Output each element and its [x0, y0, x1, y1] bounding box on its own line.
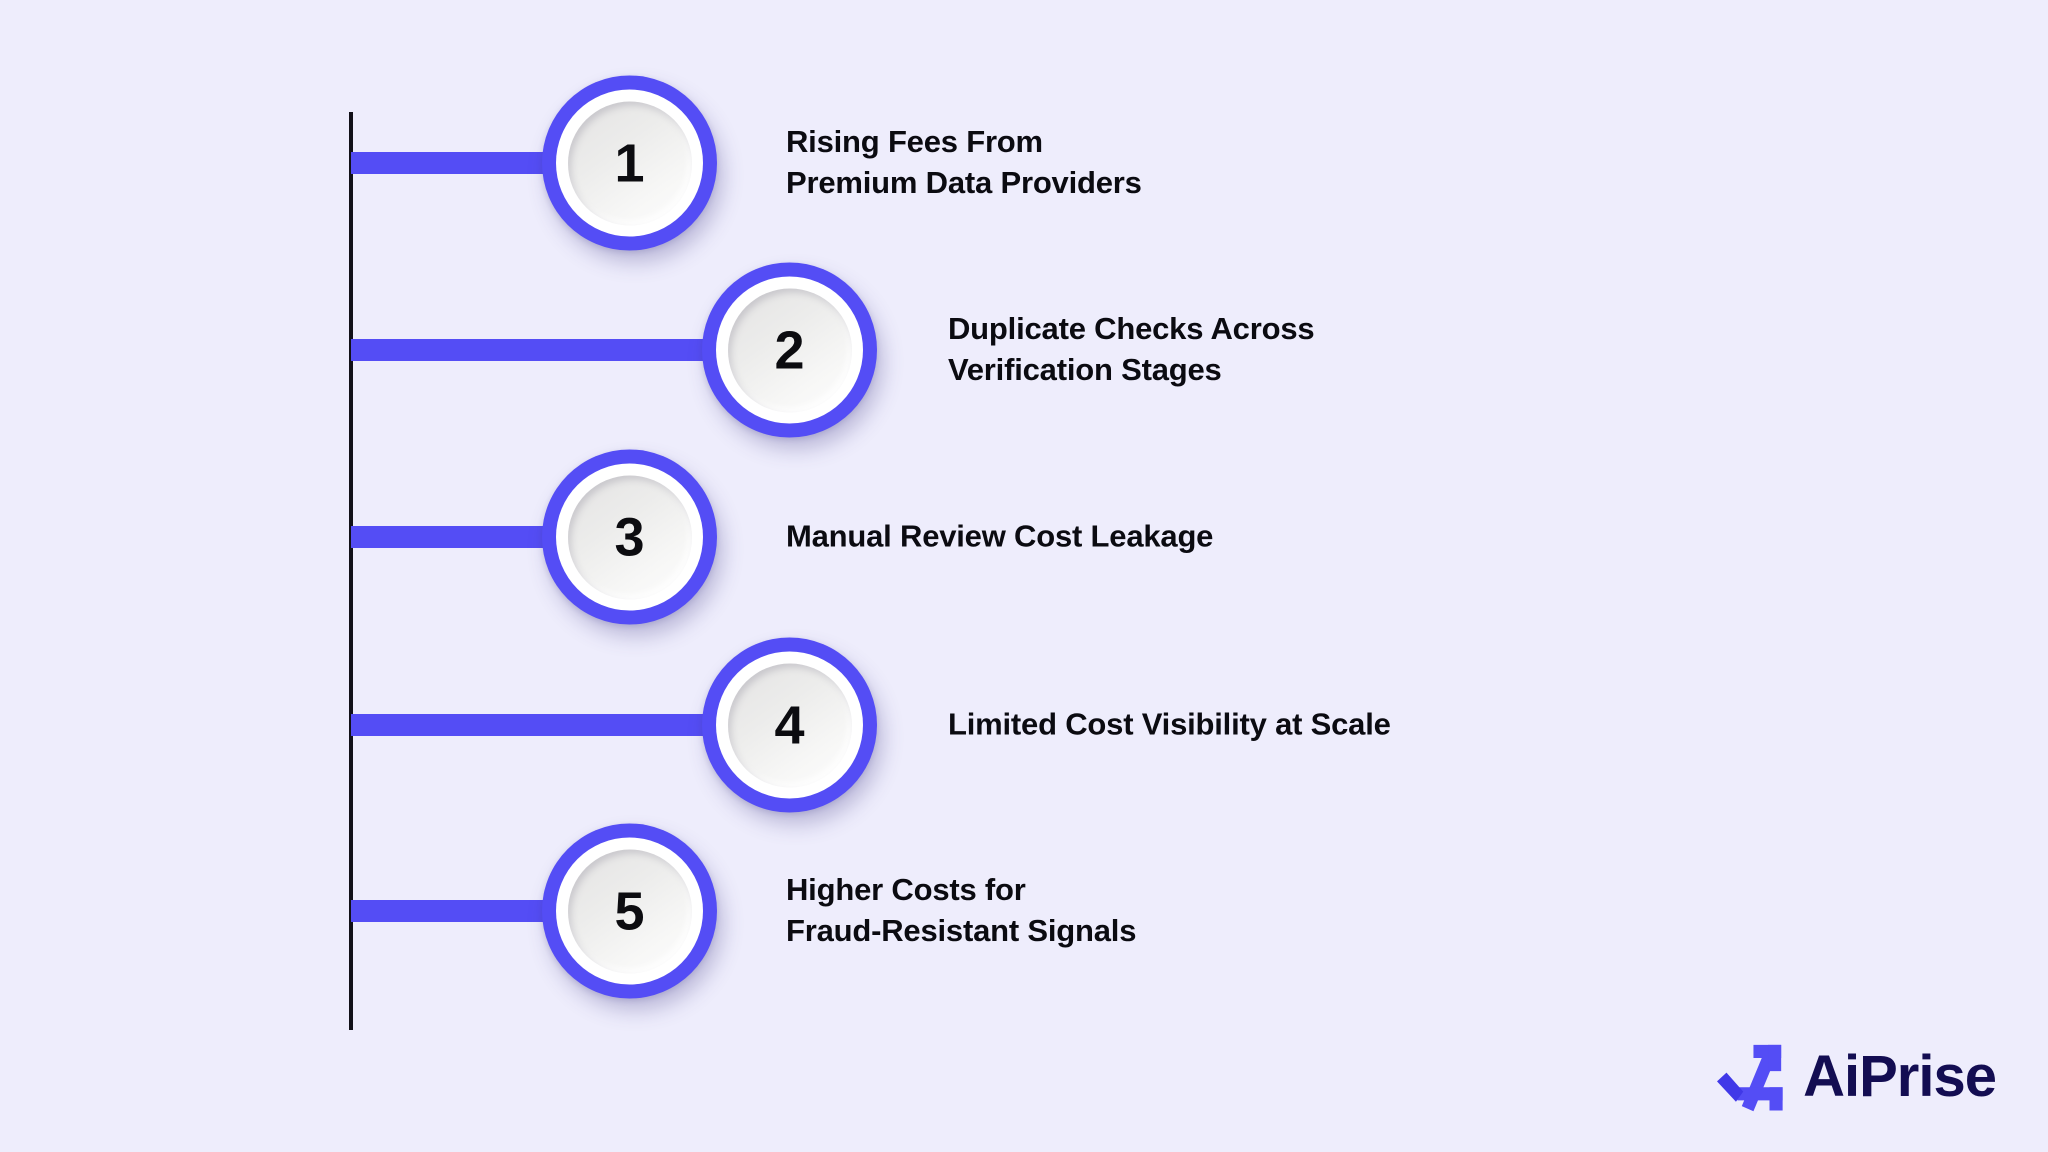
step-badge[interactable]: 2: [702, 262, 877, 438]
timeline-row: 2 Duplicate Checks Across Verification S…: [0, 245, 2048, 455]
badge-ring-gap: 4: [716, 651, 863, 799]
step-badge[interactable]: 3: [542, 449, 717, 625]
timeline-spine: [349, 112, 353, 1030]
step-badge[interactable]: 1: [542, 75, 717, 251]
badge-ring-gap: 2: [716, 276, 863, 424]
aiprise-logo: AiPrise: [1715, 1042, 1997, 1112]
step-label: Rising Fees From Premium Data Providers: [786, 124, 1142, 200]
badge-disc: 2: [727, 288, 852, 412]
badge-disc: 4: [727, 663, 852, 787]
step-label: Limited Cost Visibility at Scale: [948, 706, 1391, 742]
step-badge[interactable]: 5: [542, 823, 717, 999]
badge-ring-gap: 1: [556, 89, 703, 237]
step-number: 2: [774, 320, 805, 380]
timeline-row: 4 Limited Cost Visibility at Scale: [0, 620, 2048, 830]
connector-bar: [351, 526, 551, 548]
badge-ring-gap: 3: [556, 463, 703, 611]
step-number: 4: [774, 695, 805, 755]
badge-disc: 1: [567, 101, 692, 225]
badge-disc: 3: [567, 475, 692, 599]
connector-bar: [351, 339, 711, 361]
step-label: Manual Review Cost Leakage: [786, 518, 1214, 554]
step-number: 5: [614, 881, 645, 941]
badge-disc: 5: [567, 849, 692, 973]
aiprise-wordmark: AiPrise: [1803, 1044, 1997, 1109]
connector-bar: [351, 152, 551, 174]
step-label: Higher Costs for Fraud-Resistant Signals: [786, 872, 1137, 948]
timeline-row: 3 Manual Review Cost Leakage: [0, 432, 2048, 642]
badge-ring-gap: 5: [556, 837, 703, 985]
aiprise-logo-icon: [1717, 1044, 1783, 1112]
step-number: 3: [614, 507, 645, 567]
timeline-row: 1 Rising Fees From Premium Data Provider…: [0, 58, 2048, 268]
connector-bar: [351, 714, 711, 736]
step-number: 1: [614, 133, 645, 193]
timeline-row: 5 Higher Costs for Fraud-Resistant Signa…: [0, 806, 2048, 1016]
step-label: Duplicate Checks Across Verification Sta…: [948, 311, 1315, 387]
connector-bar: [351, 900, 551, 922]
step-badge[interactable]: 4: [702, 637, 877, 813]
